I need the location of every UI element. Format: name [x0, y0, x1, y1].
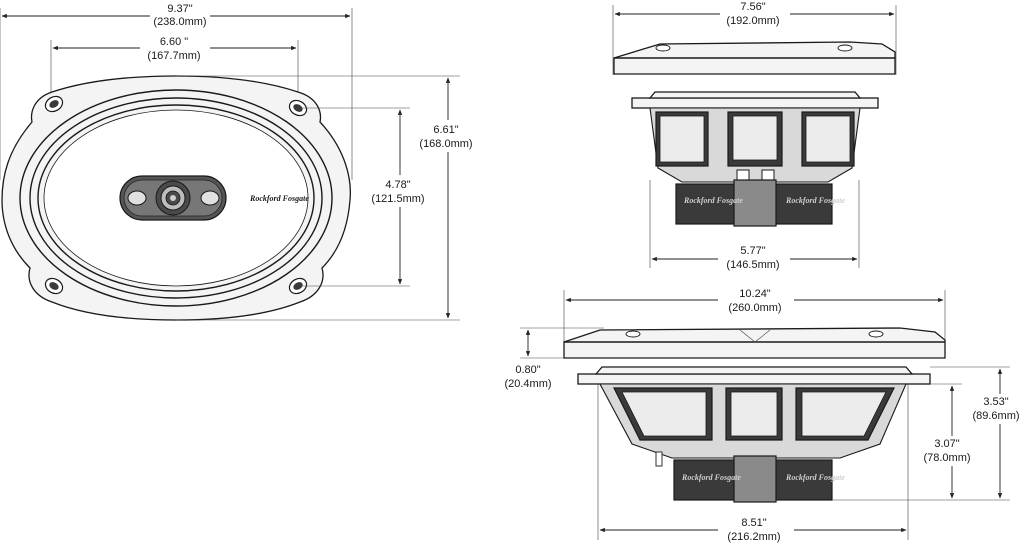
narrow-basket-window-center-inner	[732, 115, 778, 161]
narrow-basket-window-right-inner	[805, 115, 851, 163]
wide-grille-center-mark-r	[754, 329, 771, 343]
front-mount-spacing-imperial: 6.60 "	[160, 36, 188, 48]
wide-grille-hole-right	[868, 330, 884, 338]
label-bg	[366, 175, 430, 207]
narrow-basket-window-left-inner	[659, 115, 705, 163]
label-bg	[916, 436, 976, 466]
tweeter-bridge	[119, 175, 227, 221]
label-bg	[415, 120, 481, 152]
wide-mounting-depth-imperial: 3.07"	[934, 438, 959, 450]
front-overall-height-metric: (168.0mm)	[419, 138, 472, 150]
wide-magnet-width-imperial: 8.51"	[741, 517, 766, 529]
speaker-front-cone-edge	[37, 104, 315, 292]
wide-top-width-metric: (260.0mm)	[728, 302, 781, 314]
label-bg	[150, 3, 210, 29]
front-mount-height-imperial: 4.78"	[385, 179, 410, 191]
mount-hole-bottom-right	[288, 277, 308, 295]
front-mount-height-metric: (121.5mm)	[371, 193, 424, 205]
wide-magnet-width-metric: (216.2mm)	[727, 531, 780, 543]
front-mount-spacing-metric: (167.7mm)	[147, 50, 200, 62]
speaker-front-surround	[29, 97, 323, 299]
side-view-wide: 10.24" (260.0mm) 0.80" (20.4mm) Rockford…	[504, 286, 1024, 543]
narrow-grille-hole-left	[655, 44, 671, 52]
wide-grille-height-imperial: 0.80"	[515, 364, 540, 376]
narrow-logo-right: Rockford Fosgate	[785, 196, 845, 205]
wide-basket-window-left-inner	[621, 391, 707, 437]
narrow-grille-hole-right	[837, 44, 853, 52]
wide-grille-center-mark-l	[739, 329, 756, 343]
wide-overall-depth-imperial: 3.53"	[983, 396, 1008, 408]
narrow-top-width-imperial: 7.56"	[740, 1, 765, 13]
front-overall-height-imperial: 6.61"	[433, 124, 458, 136]
wide-grille-profile	[563, 327, 946, 359]
wide-basket-window-center-inner	[730, 391, 778, 437]
wide-magnet-center	[733, 455, 777, 503]
front-overall-width-imperial: 9.37"	[167, 3, 192, 15]
narrow-flange-top	[648, 91, 862, 99]
wide-flange-top	[594, 366, 914, 375]
wide-flange	[577, 373, 931, 385]
front-logo: Rockford Fosgate	[249, 194, 309, 203]
narrow-logo-left: Rockford Fosgate	[683, 196, 743, 205]
narrow-magnet-width-imperial: 5.77"	[740, 245, 765, 257]
side-view-narrow: 7.56" (192.0mm) Rockford Fosgate Rockfor…	[612, 0, 897, 272]
mount-hole-top-left	[44, 95, 64, 113]
narrow-flange	[631, 97, 879, 109]
wide-overall-depth-metric: (89.6mm)	[972, 410, 1019, 422]
mount-hole-top-right	[288, 99, 308, 117]
wide-mounting-depth-metric: (78.0mm)	[923, 452, 970, 464]
wide-logo-left: Rockford Fosgate	[681, 473, 741, 482]
label-bg	[718, 240, 790, 272]
wide-top-width-imperial: 10.24"	[739, 288, 771, 300]
wide-grille-hole-left	[625, 330, 641, 338]
wide-basket-window-right-inner	[801, 391, 887, 437]
wide-terminal	[655, 451, 663, 467]
label-bg	[718, 514, 794, 543]
mount-hole-bottom-left	[44, 277, 64, 295]
front-view: 9.37" (238.0mm) 6.60 " (167.7mm)	[0, 3, 481, 321]
wide-grille-height-metric: (20.4mm)	[504, 378, 551, 390]
label-bg	[720, 0, 790, 28]
narrow-magnet-center	[733, 179, 777, 227]
wide-logo-right: Rockford Fosgate	[785, 473, 845, 482]
narrow-magnet-width-metric: (146.5mm)	[726, 259, 779, 271]
label-bg	[140, 35, 210, 63]
narrow-top-width-metric: (192.0mm)	[726, 15, 779, 27]
label-bg	[968, 394, 1024, 424]
front-overall-width-metric: (238.0mm)	[153, 16, 206, 28]
speaker-front-outer-ring	[19, 89, 333, 307]
label-bg	[718, 286, 794, 316]
